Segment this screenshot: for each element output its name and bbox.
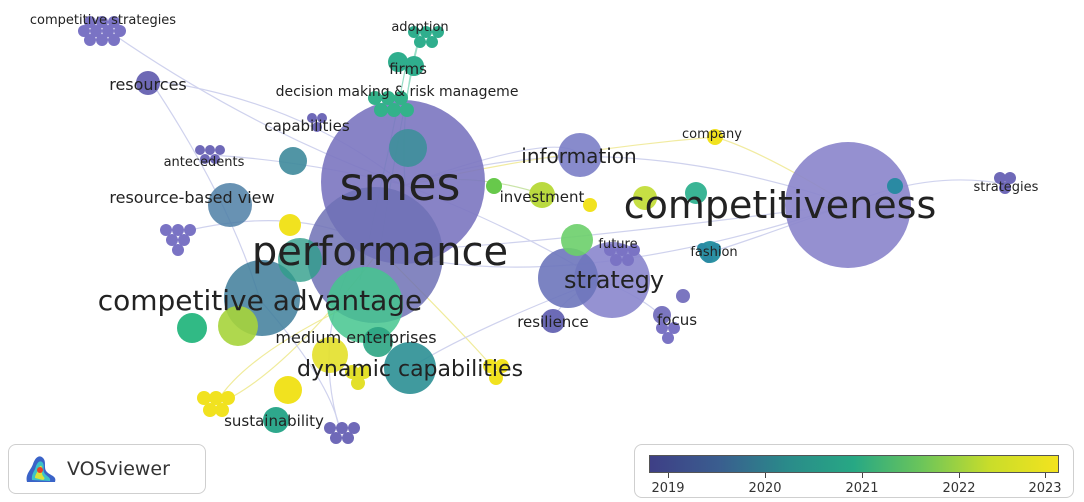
node-yellow-3[interactable]: [279, 214, 301, 236]
cluster-antecedents[interactable]: [195, 145, 225, 164]
node-teal-right[interactable]: [887, 178, 903, 194]
cluster-yellow-center[interactable]: [345, 365, 371, 390]
node-medium-enterprises[interactable]: [363, 327, 393, 357]
network-nodes: [78, 16, 1016, 444]
node-company[interactable]: [707, 129, 723, 145]
label-investment[interactable]: investment: [500, 188, 585, 206]
node-information[interactable]: [558, 133, 602, 177]
node-investment[interactable]: [529, 182, 555, 208]
node-yellow-2[interactable]: [274, 376, 302, 404]
label-information[interactable]: information: [521, 144, 636, 168]
label-medium-enterprises[interactable]: medium enterprises: [275, 328, 436, 347]
label-strategy[interactable]: strategy: [564, 266, 664, 294]
node-sustainability[interactable]: [263, 407, 289, 433]
node-green-small[interactable]: [486, 178, 502, 194]
legend-tick: [959, 473, 960, 478]
cluster-adoption[interactable]: [408, 26, 444, 48]
legend-year-2020: 2020: [748, 481, 782, 496]
year-legend: 2019 2020 2021 2022 2023: [634, 444, 1074, 498]
label-focus[interactable]: focus: [657, 311, 697, 329]
node-labels: smes performance competitiveness competi…: [30, 13, 1039, 430]
label-capabilities[interactable]: capabilities: [264, 117, 349, 135]
cluster-future[interactable]: [604, 244, 640, 266]
node-investment-2[interactable]: [633, 186, 657, 210]
label-resources[interactable]: resources: [109, 75, 187, 94]
node-cluster-teal[interactable]: [278, 238, 322, 282]
node-dynamic-capabilities[interactable]: [384, 342, 436, 394]
cluster-firms[interactable]: [388, 52, 424, 76]
node-yellow-small[interactable]: [583, 198, 597, 212]
legend-tick: [862, 473, 863, 478]
cluster-left-purple[interactable]: [160, 224, 196, 256]
cluster-capabilities-dots[interactable]: [307, 113, 327, 132]
legend-year-2021: 2021: [845, 481, 879, 496]
label-performance[interactable]: performance: [252, 229, 508, 275]
label-competitive-advantage[interactable]: competitive advantage: [98, 284, 423, 317]
node-competitiveness[interactable]: [785, 142, 911, 268]
node-green-large[interactable]: [327, 267, 403, 343]
label-dynamic-capabilities[interactable]: dynamic capabilities: [297, 357, 523, 382]
label-adoption[interactable]: adoption: [391, 20, 448, 35]
node-green-left[interactable]: [177, 313, 207, 343]
label-competitiveness[interactable]: competitiveness: [624, 183, 937, 227]
node-resource-based-view[interactable]: [208, 183, 252, 227]
cluster-fashion[interactable]: [697, 243, 721, 263]
cluster-yellow-dynamic[interactable]: [483, 359, 509, 385]
label-antecedents[interactable]: antecedents: [164, 155, 245, 170]
node-capabilities-teal[interactable]: [389, 129, 427, 167]
cluster-decision-making[interactable]: [368, 91, 414, 117]
label-strategies[interactable]: strategies: [974, 180, 1039, 195]
node-resilience[interactable]: [541, 309, 565, 333]
node-teal-left[interactable]: [279, 147, 307, 175]
vosviewer-heatmap-icon: [26, 456, 56, 482]
node-resources[interactable]: [136, 71, 160, 95]
legend-tick: [668, 473, 669, 478]
legend-tick: [1045, 473, 1046, 478]
label-resilience[interactable]: resilience: [517, 313, 589, 331]
app-name: VOSviewer: [67, 458, 170, 480]
vosviewer-logo: VOSviewer: [8, 444, 206, 494]
cluster-sustainability-dots[interactable]: [324, 422, 360, 444]
cluster-competitive-strategies[interactable]: [78, 16, 126, 46]
label-future[interactable]: future: [598, 237, 637, 252]
legend-year-2023: 2023: [1028, 481, 1062, 496]
node-yellow-mid[interactable]: [312, 337, 348, 373]
node-focus[interactable]: [653, 306, 671, 324]
label-company[interactable]: company: [682, 127, 742, 142]
label-smes[interactable]: smes: [339, 157, 460, 211]
cluster-yellow-left[interactable]: [197, 391, 235, 417]
node-small-purple[interactable]: [676, 289, 690, 303]
label-fashion[interactable]: fashion: [690, 245, 737, 260]
year-color-scale: [649, 455, 1059, 473]
cluster-focus[interactable]: [656, 322, 680, 344]
label-sustainability[interactable]: sustainability: [224, 412, 324, 430]
node-strategy-b[interactable]: [538, 248, 598, 308]
legend-year-2019: 2019: [651, 481, 685, 496]
node-green-mid[interactable]: [561, 224, 593, 256]
cluster-strategies[interactable]: [994, 172, 1016, 194]
label-firms[interactable]: firms: [389, 60, 427, 78]
legend-tick: [765, 473, 766, 478]
legend-year-2022: 2022: [942, 481, 976, 496]
label-competitive-strategies[interactable]: competitive strategies: [30, 13, 176, 28]
node-lime-left[interactable]: [218, 306, 258, 346]
node-teal-small[interactable]: [685, 182, 707, 204]
label-decision-making[interactable]: decision making & risk manageme: [276, 84, 519, 100]
label-resource-based-view[interactable]: resource-based view: [109, 188, 274, 207]
